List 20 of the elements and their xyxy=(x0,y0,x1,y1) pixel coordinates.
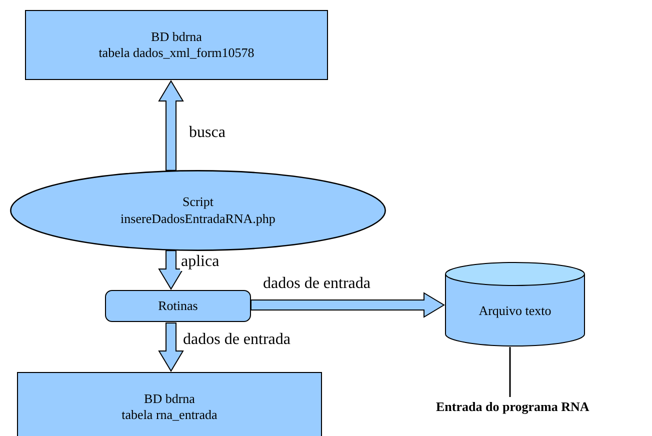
process-box xyxy=(105,290,251,322)
node-label: tabela rna_entrada xyxy=(122,407,218,424)
connector-line xyxy=(509,347,511,397)
node-label: Entrada do programa RNA xyxy=(436,398,590,416)
database-box xyxy=(17,372,322,436)
block-arrow xyxy=(250,292,445,318)
edge-label: aplica xyxy=(180,253,220,271)
database-box xyxy=(25,10,328,80)
node-label: insereDadosEntradaRNA.php xyxy=(120,210,276,227)
block-arrow xyxy=(158,80,184,171)
node-label: tabela dados_xml_form10578 xyxy=(98,45,254,62)
node-title: Script xyxy=(182,194,214,210)
file-cylinder xyxy=(445,262,585,346)
script-ellipse xyxy=(10,170,386,251)
block-arrow xyxy=(158,322,184,372)
block-arrow xyxy=(158,250,184,290)
node-label: Arquivo texto xyxy=(478,302,552,320)
node-label: Rotinas xyxy=(158,298,198,314)
node-title: BD bdrna xyxy=(144,390,195,407)
node-title: BD bdrna xyxy=(151,28,202,45)
